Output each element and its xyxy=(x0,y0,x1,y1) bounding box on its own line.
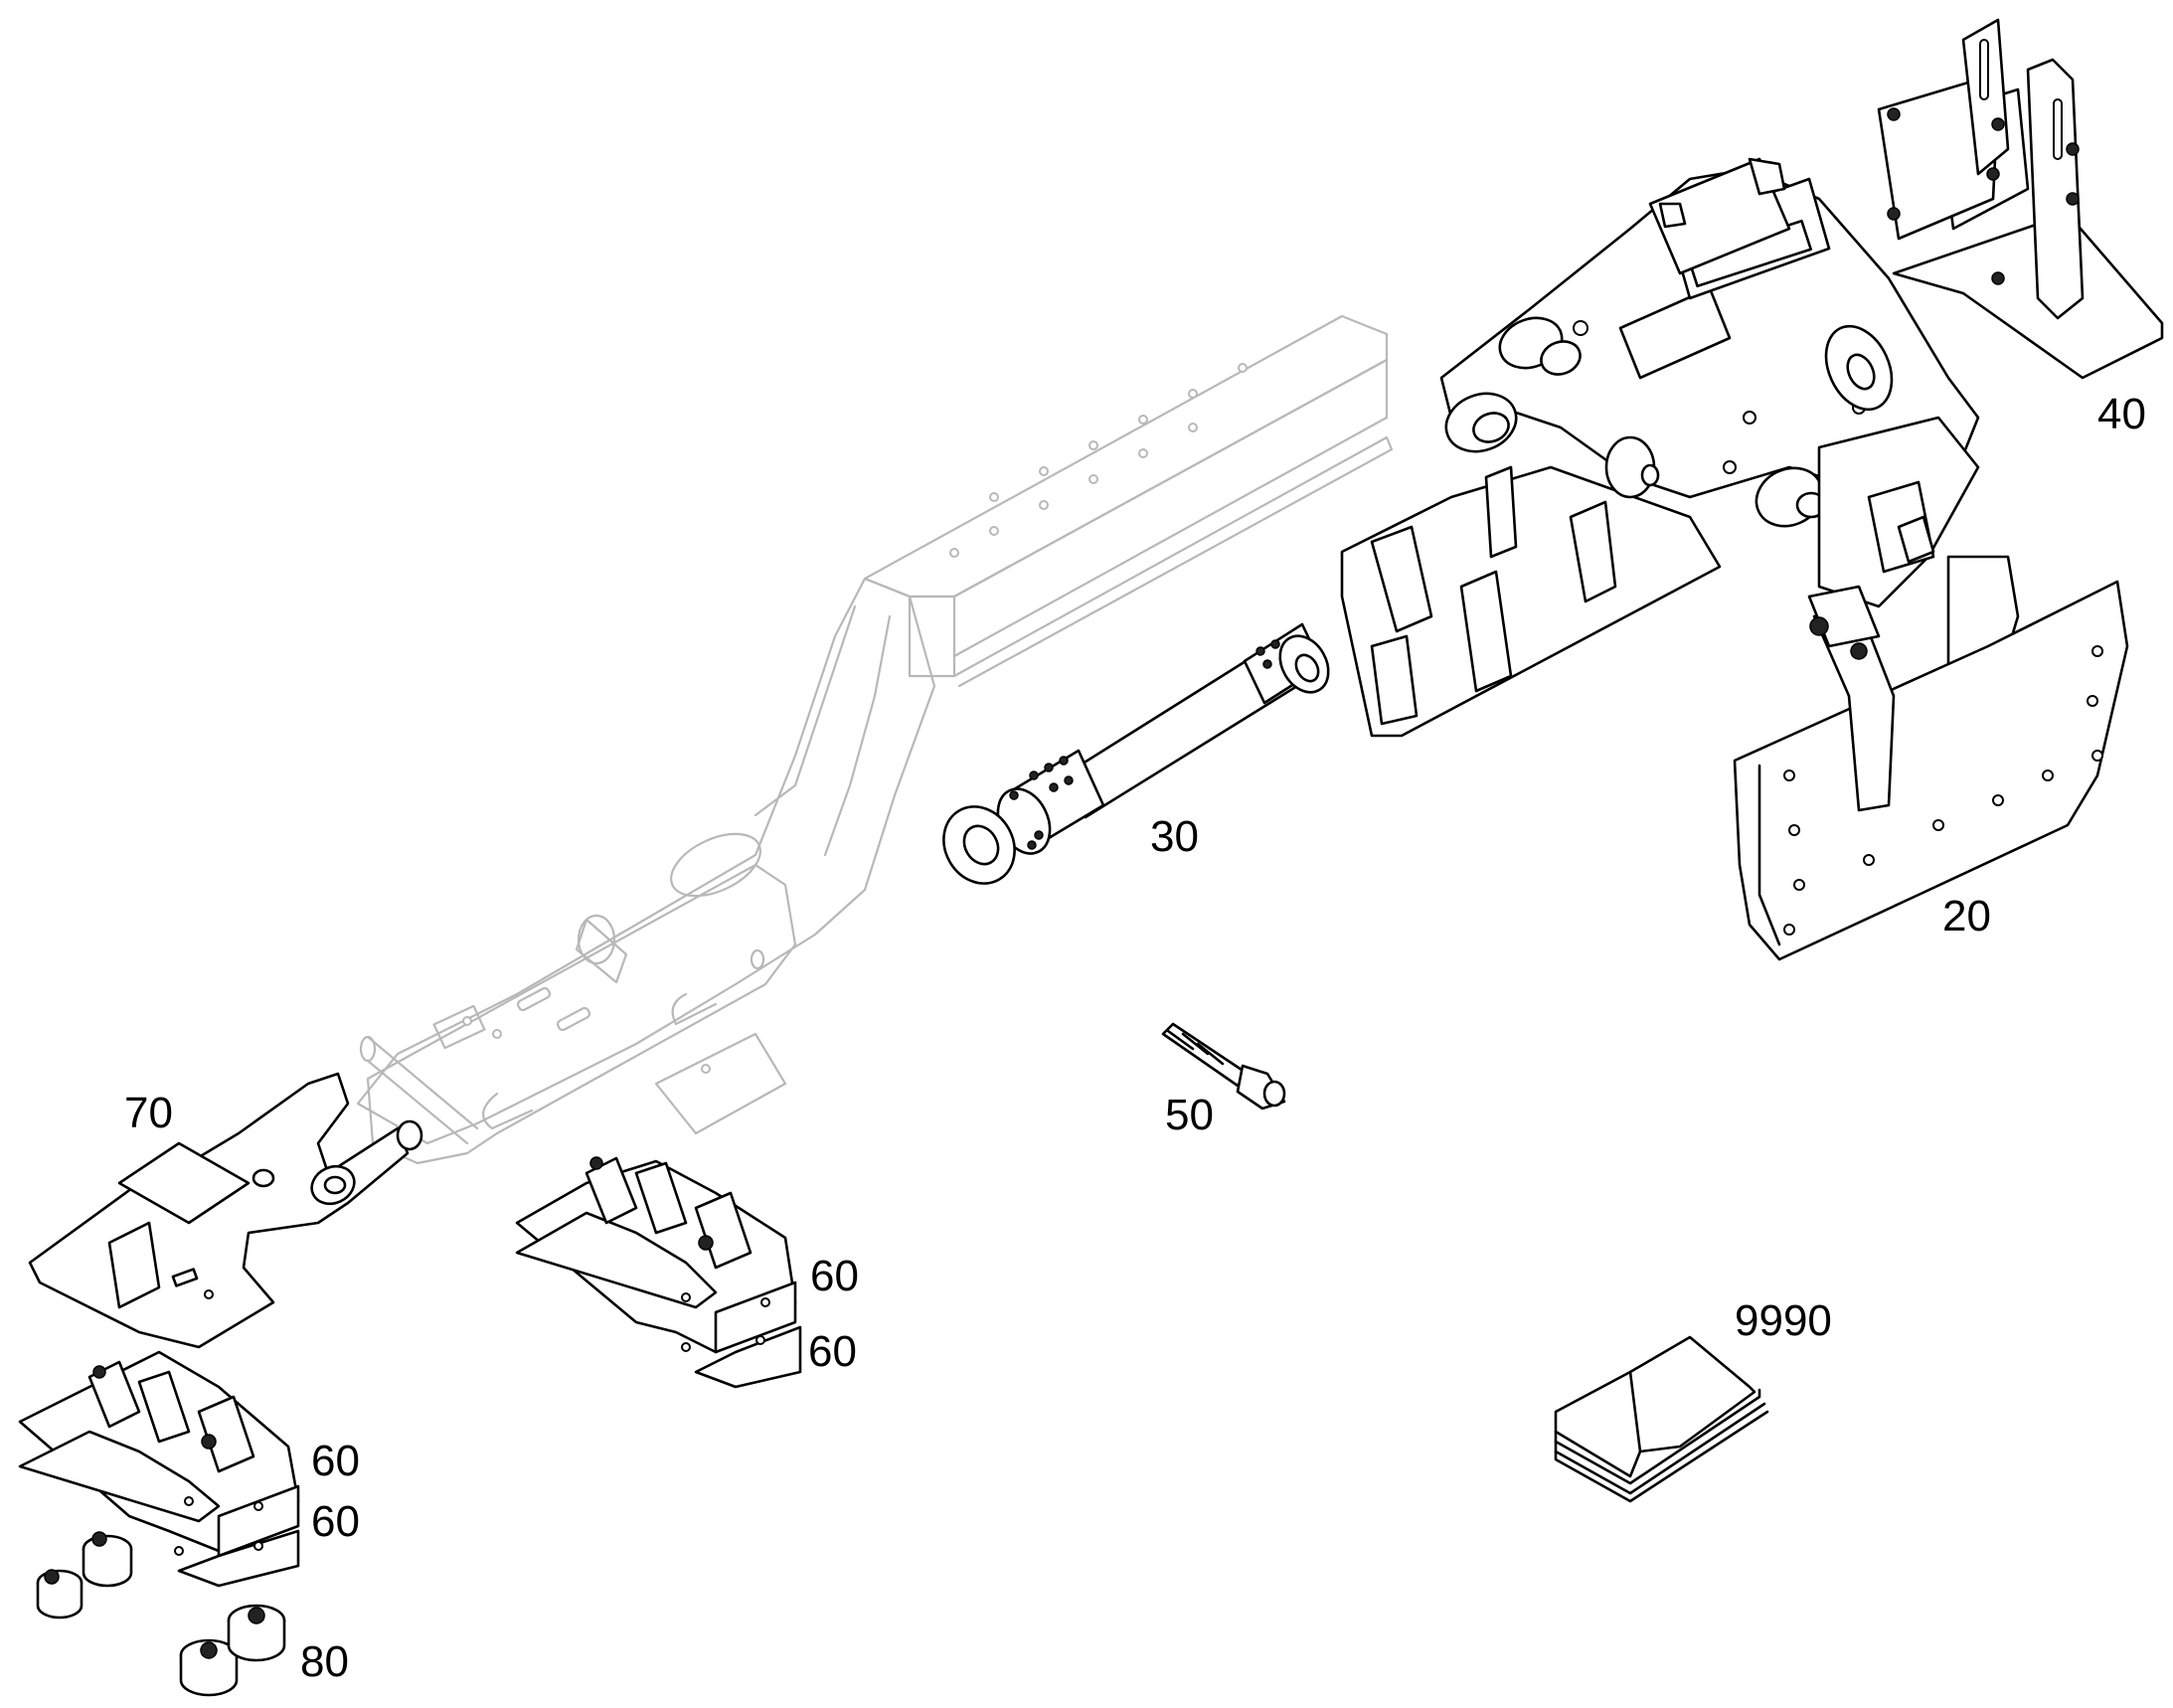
hydraulic-cylinder-30 xyxy=(942,622,1330,885)
bracket-bolts xyxy=(1887,107,2080,285)
bracket-40 xyxy=(1877,18,2164,380)
buffer-1 xyxy=(36,1569,84,1620)
pivot-link-70 xyxy=(28,1072,423,1349)
part-label-9990: 9990 xyxy=(1735,1296,1832,1345)
part-label-70: 70 xyxy=(124,1089,173,1137)
link-bars xyxy=(1444,316,1894,528)
part-label-60-d: 60 xyxy=(311,1497,360,1546)
buffer-4 xyxy=(227,1604,286,1662)
bolt-50 xyxy=(1161,1022,1286,1110)
part-label-20: 20 xyxy=(1942,892,1991,940)
part-label-50: 50 xyxy=(1165,1091,1214,1139)
part-label-30: 30 xyxy=(1150,812,1199,861)
part-label-40: 40 xyxy=(2097,390,2146,438)
boom-arm-ghost xyxy=(356,314,1394,1165)
head-assembly-20 xyxy=(1340,157,2129,961)
wear-pad-60-lower-left xyxy=(18,1350,300,1588)
rubber-buffers-80 xyxy=(36,1531,286,1697)
beam-bolt-holes xyxy=(949,363,1248,558)
cylinder-collar-bolts xyxy=(1009,756,1074,850)
blade-bolt-holes xyxy=(1783,645,2103,936)
buffer-2 xyxy=(82,1531,133,1588)
manual-booklet-9990 xyxy=(1554,1335,1769,1503)
part-label-80: 80 xyxy=(300,1637,349,1686)
part-label-60-b: 60 xyxy=(808,1327,857,1376)
part-label-60-a: 60 xyxy=(810,1252,859,1300)
buffer-3 xyxy=(179,1638,239,1697)
wear-pad-60-upper-right xyxy=(515,1156,802,1389)
part-label-60-c: 60 xyxy=(311,1437,360,1485)
